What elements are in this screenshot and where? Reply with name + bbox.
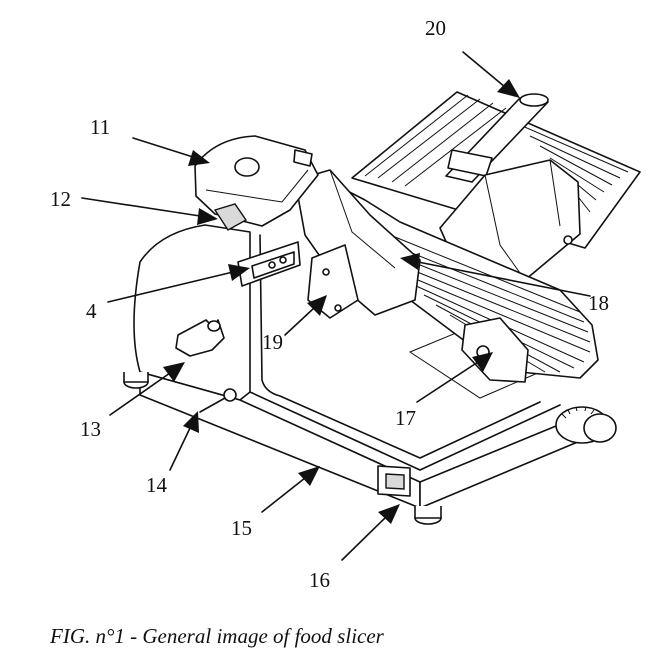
callout-19: 19 — [262, 330, 283, 354]
callout-13: 13 — [80, 417, 101, 441]
control-box — [377, 465, 411, 497]
sharpener-knob — [213, 203, 248, 231]
sharpener — [194, 135, 319, 227]
adjustment-knob — [175, 319, 225, 357]
callout-18: 18 — [588, 291, 609, 315]
callout-11: 11 — [90, 115, 110, 139]
carriage-lock — [199, 388, 237, 413]
callout-20: 20 — [425, 16, 446, 40]
blade-arm — [294, 169, 421, 316]
callout-17: 17 — [395, 406, 416, 430]
carriage-handle — [445, 93, 549, 183]
callout-12: 12 — [50, 187, 71, 211]
callout-14: 14 — [146, 473, 168, 497]
callout-16: 16 — [309, 568, 330, 592]
callout-15: 15 — [231, 516, 252, 540]
product-carriage — [439, 159, 581, 281]
thickness-dial — [555, 406, 617, 444]
leader-lines — [81, 51, 591, 561]
callout-4: 4 — [86, 299, 97, 323]
blade — [329, 181, 599, 379]
figure-caption: FIG. n°1 - General image of food slicer — [50, 624, 384, 648]
on-off-switch — [237, 241, 301, 287]
